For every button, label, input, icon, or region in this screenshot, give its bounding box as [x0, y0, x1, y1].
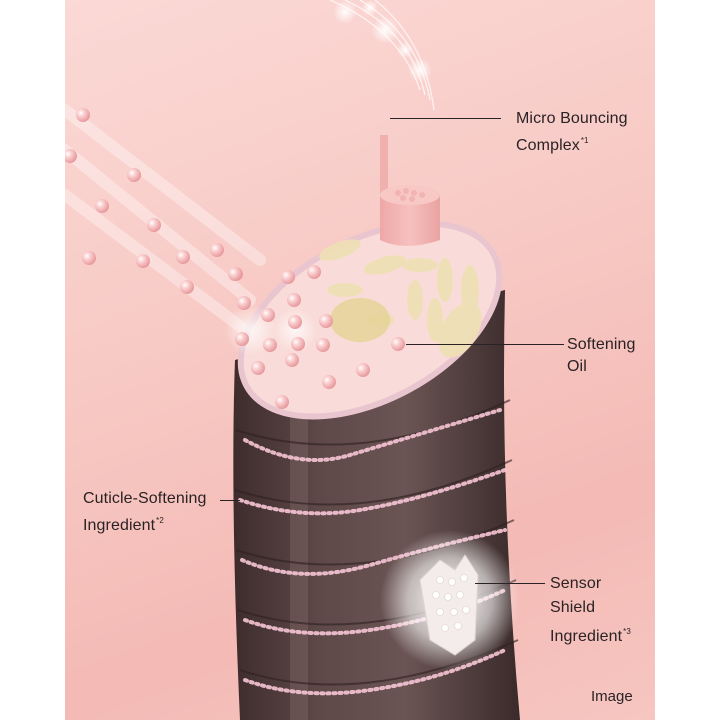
- callout-cuticle-softening-ingredient: Cuticle-Softening Ingredient*2: [83, 488, 207, 537]
- footnote-marker: *3: [623, 627, 631, 636]
- leader-line-sensor-shield: [475, 583, 545, 585]
- footnote-marker: *2: [156, 516, 164, 525]
- image-caption: Image: [591, 688, 633, 705]
- callout-text-line3: Ingredient*3: [550, 627, 631, 645]
- callout-softening-oil: Softening Oil: [567, 334, 636, 378]
- hair-strand-illustration: [65, 0, 521, 720]
- callout-text-line1: Sensor: [550, 575, 602, 592]
- callout-text-line1: Softening: [567, 336, 636, 353]
- callout-text-line2: Shield: [550, 599, 596, 616]
- illustration-panel: [65, 0, 655, 720]
- footnote-marker: *1: [580, 136, 589, 145]
- callout-text-line2: Complex*1: [516, 136, 589, 154]
- callout-text-line1: Cuticle-Softening: [83, 490, 207, 507]
- leader-line-micro-bouncing: [390, 118, 501, 120]
- callout-micro-bouncing-complex: Micro Bouncing Complex*1: [516, 108, 628, 157]
- callout-text-line1: Micro Bouncing: [516, 110, 628, 127]
- callout-sensor-shield-ingredient: Sensor Shield Ingredient*3: [550, 572, 631, 649]
- leader-line-cuticle-softening: [220, 500, 240, 502]
- leader-line-softening-oil: [406, 344, 564, 346]
- callout-text-line2: Ingredient*2: [83, 516, 164, 534]
- callout-text-line2: Oil: [567, 358, 587, 375]
